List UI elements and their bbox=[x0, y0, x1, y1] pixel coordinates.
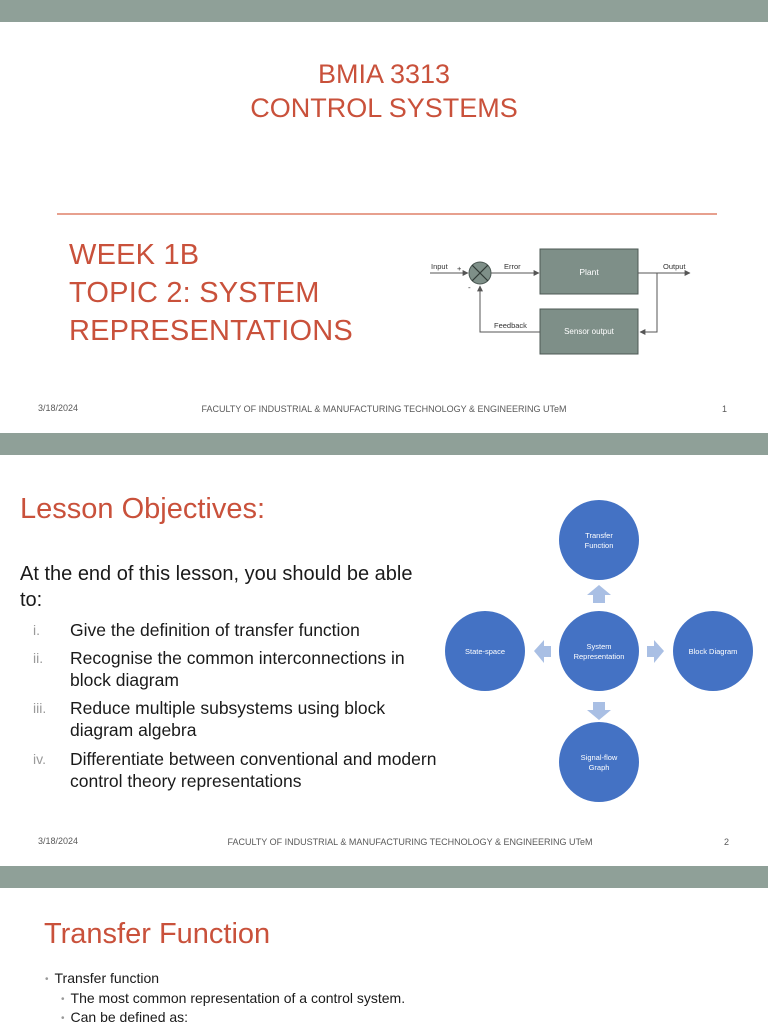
bullet-text: The most common representation of a cont… bbox=[70, 990, 406, 1006]
label-representation: Representation bbox=[574, 652, 625, 661]
node-block-diagram bbox=[673, 611, 753, 691]
slide-top-bar bbox=[0, 433, 768, 455]
plant-label: Plant bbox=[579, 267, 599, 277]
minus-sign: - bbox=[468, 283, 471, 292]
footer-faculty: FACULTY OF INDUSTRIAL & MANUFACTURING TE… bbox=[201, 404, 567, 414]
node-transfer-function bbox=[559, 500, 639, 580]
bullet-dot-icon: • bbox=[61, 994, 65, 1005]
input-label: Input bbox=[431, 262, 449, 271]
label-system: System bbox=[586, 642, 611, 651]
feedback-label: Feedback bbox=[494, 321, 527, 330]
bullet-item: • Can be defined as: bbox=[61, 1008, 188, 1024]
objective-text: Give the definition of transfer function bbox=[70, 620, 360, 640]
transfer-function-title: Transfer Function bbox=[44, 918, 271, 950]
slide-top-bar bbox=[0, 866, 768, 888]
bullet-dot-icon: • bbox=[61, 1013, 65, 1024]
arrow-left-icon bbox=[534, 640, 551, 663]
label-graph: Graph bbox=[589, 763, 610, 772]
objective-number: i. bbox=[33, 622, 40, 638]
node-state-space bbox=[445, 611, 525, 691]
objective-text: Reduce multiple subsystems using block d… bbox=[70, 698, 386, 740]
objective-text: Recognise the common interconnections in… bbox=[70, 648, 405, 690]
sensor-block bbox=[539, 308, 639, 355]
bullet-text: Transfer function bbox=[54, 970, 160, 986]
course-code: BMIA 3313 bbox=[317, 59, 451, 89]
topic-line-3: REPRESENTATIONS bbox=[69, 315, 353, 347]
lesson-objectives-title: Lesson Objectives: bbox=[20, 493, 266, 525]
label-transfer: Transfer bbox=[585, 531, 613, 540]
label-block-diagram: Block Diagram bbox=[689, 647, 738, 656]
slide-3: Transfer Function • Transfer function • Th… bbox=[0, 866, 768, 1024]
bullet-dot-icon: • bbox=[45, 974, 49, 985]
lesson-intro: At the end of this lesson, you should be… bbox=[20, 563, 413, 611]
topic-line-1: WEEK 1B bbox=[69, 239, 200, 271]
label-function: Function bbox=[585, 541, 614, 550]
objective-number: ii. bbox=[33, 650, 44, 666]
slide-1: BMIA 3313 CONTROL SYSTEMS WEEK 1B TOPIC … bbox=[0, 0, 768, 432]
feedback-control-diagram: Plant Output Sensor output Input + - Err… bbox=[430, 248, 691, 355]
course-name: CONTROL SYSTEMS bbox=[250, 93, 518, 123]
arrow-down-icon bbox=[587, 702, 611, 720]
label-state-space: State-space bbox=[465, 647, 505, 656]
bullet-text: Can be defined as: bbox=[70, 1009, 189, 1024]
node-system-representation bbox=[559, 611, 639, 691]
node-signal-flow-graph bbox=[559, 722, 639, 802]
system-representation-diagram: Transfer Function State-space System Rep… bbox=[445, 500, 753, 802]
topic-line-2: TOPIC 2: SYSTEM bbox=[69, 277, 320, 309]
output-label: Output bbox=[663, 262, 686, 271]
objective-number: iv. bbox=[33, 751, 46, 767]
sensor-label: Sensor output bbox=[564, 327, 615, 336]
footer-date: 3/18/2024 bbox=[38, 403, 79, 413]
slide-top-bar bbox=[0, 0, 768, 22]
footer-date: 3/18/2024 bbox=[38, 836, 79, 846]
arrow-up-icon bbox=[587, 585, 611, 603]
slide-2: Lesson Objectives: At the end of this le… bbox=[0, 433, 768, 865]
plus-sign: + bbox=[457, 264, 462, 273]
arrow-right-icon bbox=[647, 640, 664, 663]
plant-block bbox=[539, 248, 639, 295]
label-signal-flow: Signal-flow bbox=[581, 753, 618, 762]
objective-text: Differentiate between conventional and m… bbox=[70, 749, 437, 791]
error-label: Error bbox=[504, 262, 521, 271]
footer-page-number: 2 bbox=[724, 837, 730, 847]
bullet-item: • Transfer function bbox=[45, 969, 159, 990]
footer-page-number: 1 bbox=[722, 404, 728, 414]
bullet-item: • The most common representation of a con… bbox=[61, 989, 405, 1010]
footer-faculty: FACULTY OF INDUSTRIAL & MANUFACTURING TE… bbox=[227, 837, 593, 847]
summing-junction bbox=[468, 261, 492, 285]
title-divider bbox=[57, 213, 717, 215]
objective-number: iii. bbox=[33, 700, 47, 716]
